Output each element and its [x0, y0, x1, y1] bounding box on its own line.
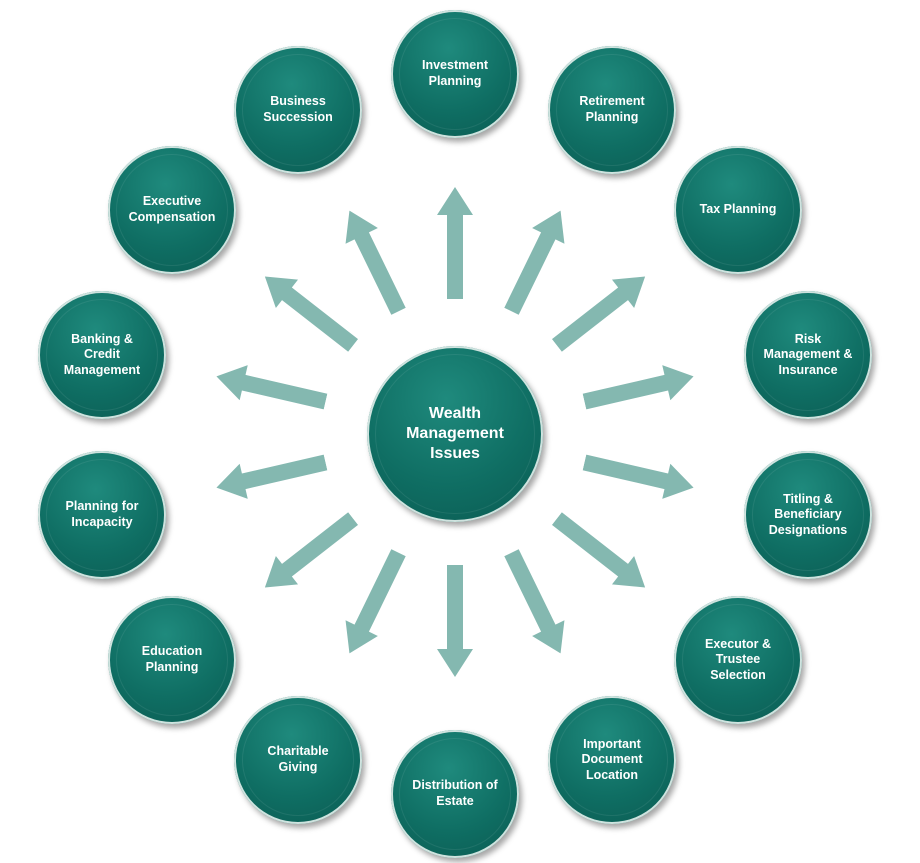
node-label: Important Document Location: [581, 736, 643, 782]
arrow-executor-trustee: [546, 504, 656, 601]
arrow-important-document: [495, 545, 576, 661]
arrow-risk-management: [580, 359, 697, 419]
node-label: Planning for Incapacity: [65, 499, 139, 529]
node-charitable-giving: Charitable Giving: [234, 696, 362, 824]
node-label: Risk Management & Insurance: [763, 331, 853, 377]
node-executor-trustee: Executor & Trustee Selection: [674, 596, 802, 724]
node-label: Titling & Beneficiary Designations: [768, 491, 848, 537]
node-banking-credit: Banking & Credit Management: [38, 291, 166, 419]
arrow-titling: [580, 445, 697, 505]
center-node: Wealth Management Issues: [367, 346, 543, 522]
arrow-executive-compensation: [254, 262, 364, 359]
arrow-planning-for-incapacity: [212, 445, 329, 505]
arrow-charitable-giving: [333, 545, 414, 661]
node-label: Executive Compensation: [128, 194, 216, 224]
center-node-label: Wealth Management Issues: [406, 405, 504, 462]
node-label: Banking & Credit Management: [63, 331, 141, 377]
node-label: Charitable Giving: [267, 744, 329, 774]
node-label: Retirement Planning: [579, 94, 645, 124]
node-label: Education Planning: [141, 644, 203, 674]
arrow-education-planning: [254, 504, 364, 601]
node-business-succession: Business Succession: [234, 46, 362, 174]
node-important-document: Important Document Location: [548, 696, 676, 824]
node-investment-planning: Investment Planning: [391, 10, 519, 138]
arrow-distribution-of-estate: [437, 565, 473, 677]
node-tax-planning: Tax Planning: [674, 146, 802, 274]
node-label: Business Succession: [263, 94, 333, 124]
node-titling-beneficiary: Titling & Beneficiary Designations: [744, 451, 872, 579]
node-distribution-of-estate: Distribution of Estate: [391, 730, 519, 858]
node-education-planning: Education Planning: [108, 596, 236, 724]
arrow-business-succession: [333, 203, 414, 319]
node-label: Executor & Trustee Selection: [705, 636, 771, 682]
node-planning-for-incapacity: Planning for Incapacity: [38, 451, 166, 579]
arrow-investment-planning: [437, 187, 473, 299]
node-label: Tax Planning: [699, 202, 777, 217]
node-label: Distribution of Estate: [412, 778, 498, 808]
node-retirement-planning: Retirement Planning: [548, 46, 676, 174]
node-risk-management: Risk Management & Insurance: [744, 291, 872, 419]
node-label: Investment Planning: [422, 58, 488, 88]
arrow-tax-planning: [546, 262, 656, 359]
arrow-retirement-planning: [495, 203, 576, 319]
node-executive-compensation: Executive Compensation: [108, 146, 236, 274]
arrow-banking-credit: [212, 359, 329, 419]
